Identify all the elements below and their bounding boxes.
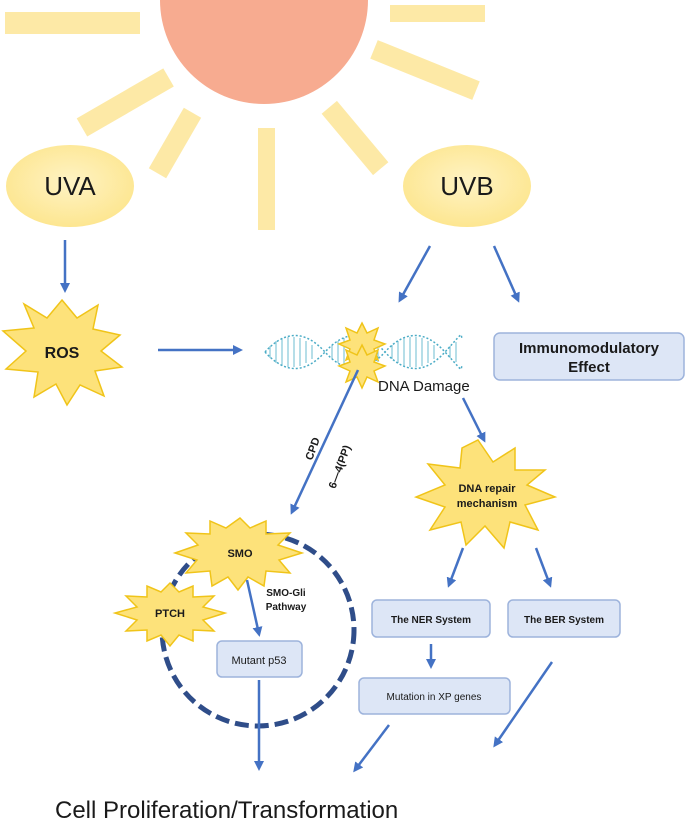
arrow-smo-p53 (245, 579, 263, 637)
arrow-uvb-immuno (492, 245, 520, 303)
immunomodulatory-box (493, 332, 685, 381)
uvb-label: UVB (440, 171, 493, 201)
ptch-label: PTCH (155, 608, 185, 620)
mutant-p53-box (216, 640, 303, 678)
xp-genes-label: Mutation in XP genes (387, 692, 482, 703)
immunomodulatory-label: Immunomodulatory (519, 340, 660, 357)
cpd-label: CPD (304, 436, 323, 462)
sun-group (5, 0, 485, 230)
ner-system-box (371, 599, 491, 638)
arrow-repair-ner (446, 547, 465, 588)
arrow-dna-smo (290, 369, 360, 515)
dna-repair-label: DNA repair (458, 483, 516, 495)
smo-gli-label: Pathway (266, 602, 307, 613)
ptch-starburst (112, 581, 228, 648)
arrow-uvb-dna (398, 245, 432, 303)
ner-system-label: The NER System (391, 615, 471, 626)
xp-genes-box (358, 677, 511, 715)
sun-ray (370, 40, 480, 100)
result-label: Cell Proliferation/Transformation (55, 797, 398, 824)
smo-label: SMO (227, 548, 253, 560)
smo-gli-label: SMO-Gli (266, 588, 306, 599)
sun-ray (390, 5, 485, 22)
arrow-ber-result (493, 661, 554, 748)
sun-ray (148, 107, 202, 179)
sun-ray (258, 128, 275, 230)
ros-starburst (1, 298, 124, 407)
sun (160, 0, 368, 104)
pp-label: 6—4(PP) (327, 443, 354, 490)
dna-repair-starburst (413, 439, 558, 550)
sun-ray (5, 12, 140, 34)
sun-ray (76, 68, 174, 137)
mutant-p53-label: Mutant p53 (231, 655, 286, 667)
immunomodulatory-label: Effect (568, 359, 610, 376)
arrow-xp-result (353, 724, 390, 773)
smo-starburst (172, 517, 305, 592)
dna-damage-label: DNA Damage (378, 378, 470, 395)
sun-ray (321, 100, 389, 176)
uva-label: UVA (44, 171, 96, 201)
damage-burst-icon (337, 343, 387, 390)
ber-system-box (507, 599, 621, 638)
arrow-repair-ber (534, 547, 553, 588)
ber-system-label: The BER System (524, 615, 604, 626)
uvb-ellipse (403, 145, 531, 227)
ros-label: ROS (45, 345, 80, 362)
uva-ellipse (6, 145, 134, 227)
arrow-dna-repair (461, 397, 486, 443)
dna-repair-label: mechanism (457, 498, 518, 510)
